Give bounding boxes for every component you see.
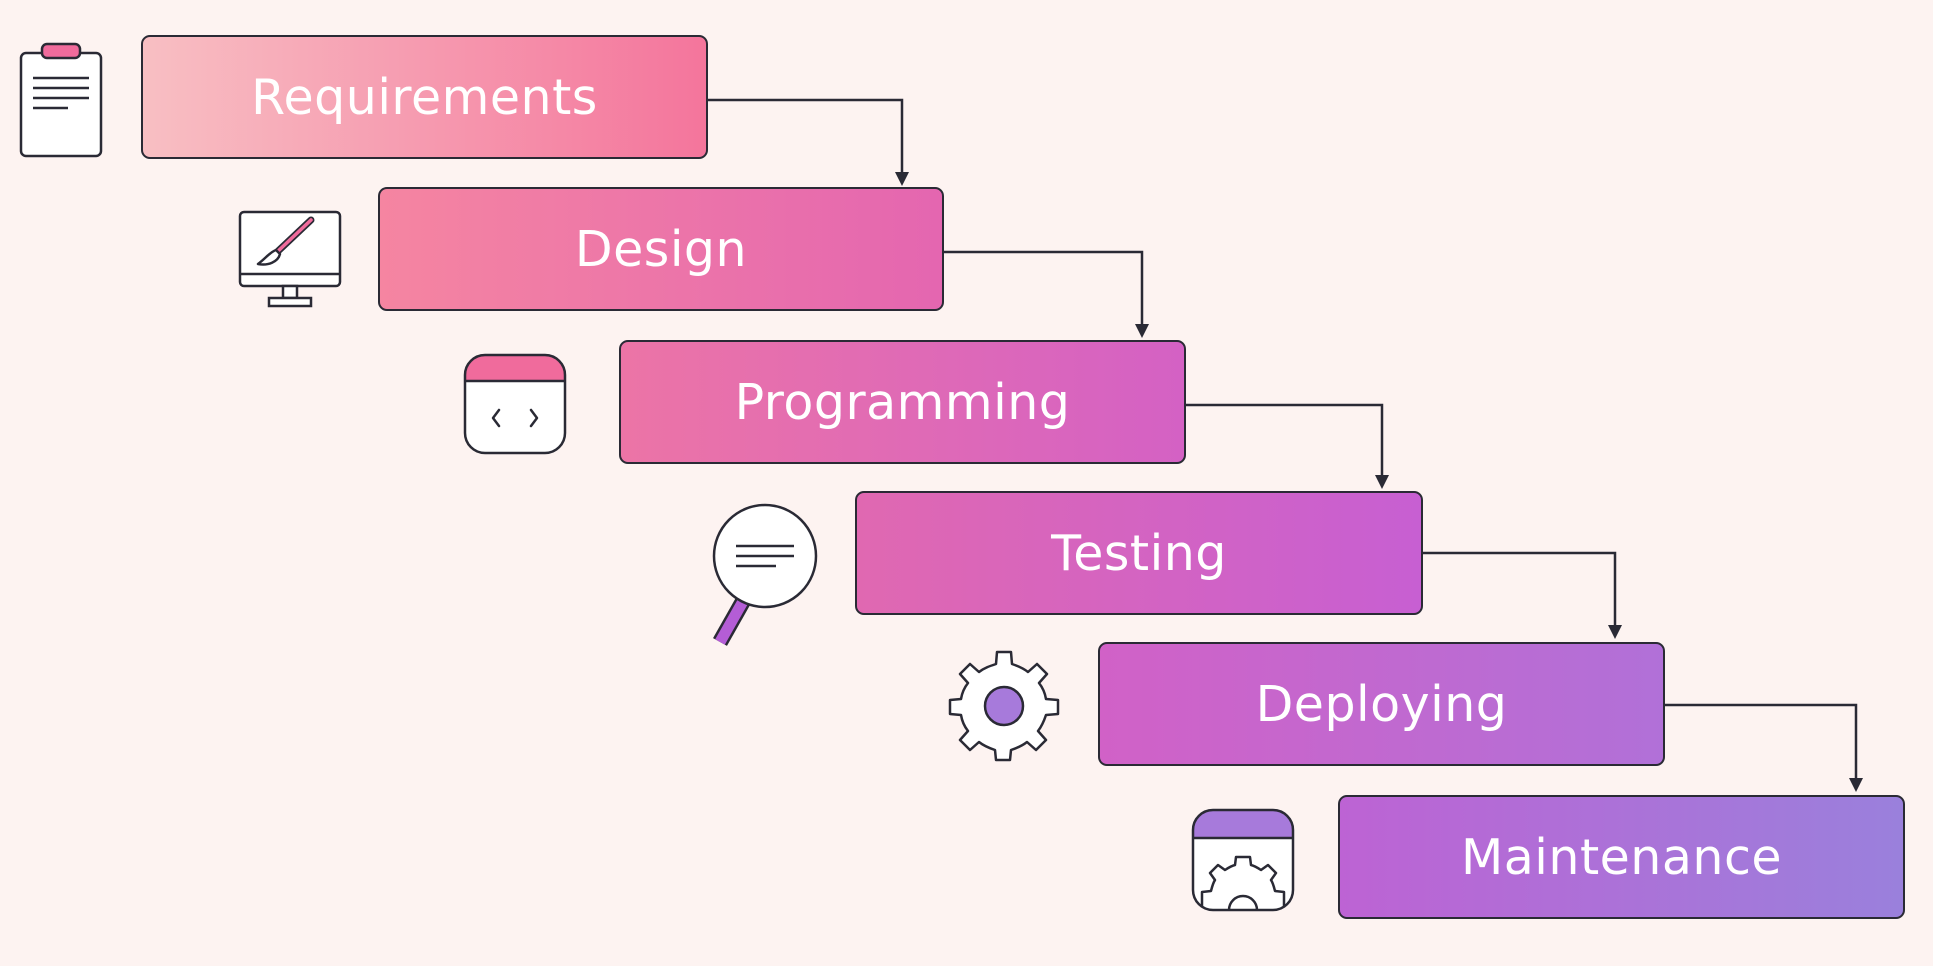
- code-window-icon: [463, 353, 567, 455]
- stage-testing: Testing: [855, 491, 1423, 615]
- stage-label: Deploying: [1255, 675, 1508, 733]
- connector-4: [1423, 551, 1617, 625]
- stage-maintenance: Maintenance: [1338, 795, 1905, 919]
- stage-label: Programming: [734, 373, 1071, 431]
- connector-5: [1665, 703, 1858, 778]
- stage-requirements: Requirements: [141, 35, 708, 159]
- window-gear-icon: [1191, 808, 1295, 912]
- stage-programming: Programming: [619, 340, 1186, 464]
- arrowhead-4: [1608, 625, 1622, 639]
- arrowhead-1: [895, 172, 909, 186]
- clipboard-icon: [19, 42, 103, 158]
- stage-label: Maintenance: [1460, 828, 1783, 886]
- arrowhead-5: [1849, 778, 1863, 792]
- connector-2: [944, 250, 1144, 324]
- arrowhead-2: [1135, 324, 1149, 338]
- stage-design: Design: [378, 187, 944, 311]
- monitor-brush-icon: [238, 210, 342, 308]
- stage-label: Testing: [1051, 524, 1227, 582]
- stage-deploying: Deploying: [1098, 642, 1665, 766]
- connector-1: [708, 98, 904, 172]
- arrowhead-3: [1375, 475, 1389, 489]
- stage-label: Design: [574, 220, 748, 278]
- gear-icon: [948, 650, 1060, 762]
- stage-label: Requirements: [251, 68, 598, 126]
- connector-3: [1186, 403, 1384, 475]
- magnifier-icon: [712, 503, 818, 646]
